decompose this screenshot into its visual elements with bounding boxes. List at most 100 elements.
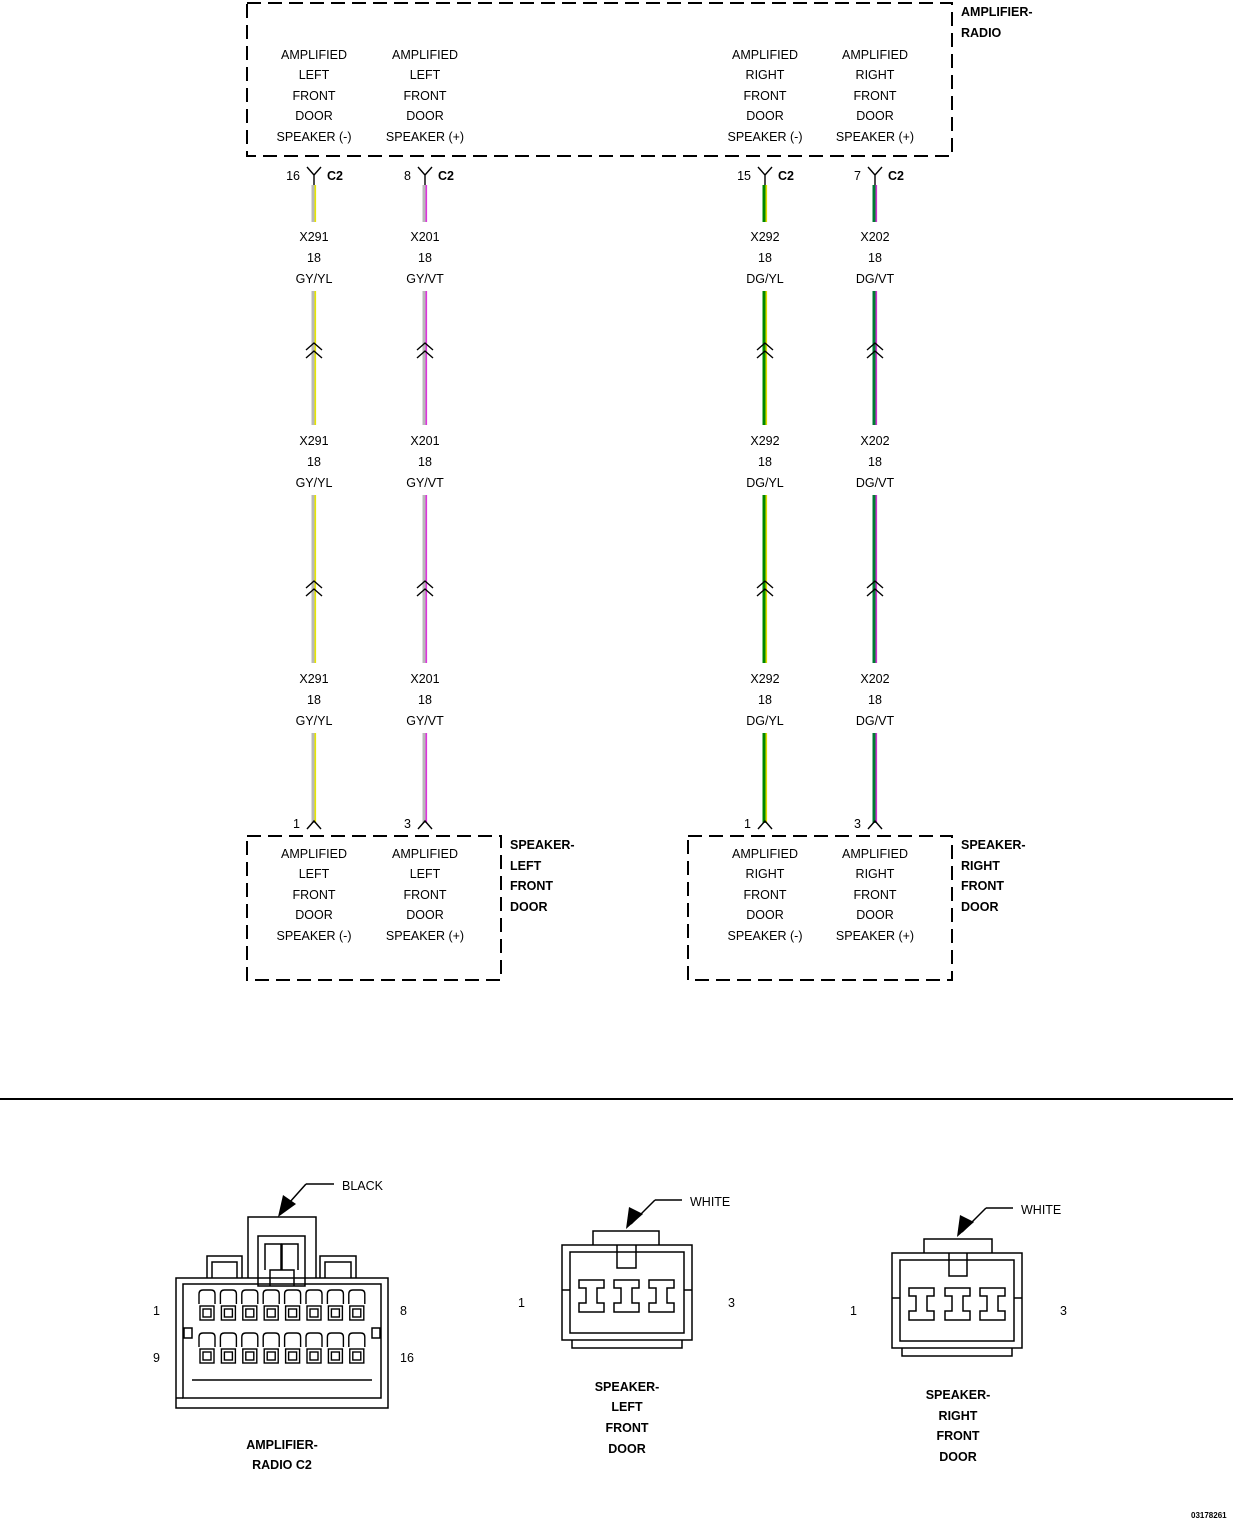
wire-circuit-id: X292 — [750, 672, 779, 686]
top-pin-number: 8 — [404, 169, 411, 183]
svg-text:SPEAKER (+): SPEAKER (+) — [386, 130, 464, 144]
cavity-2 — [219, 1289, 238, 1321]
cavity-10 — [219, 1332, 238, 1364]
wire-circuit-id: X202 — [860, 230, 889, 244]
wire-gauge: 18 — [868, 455, 882, 469]
inline-connector-icon — [416, 580, 434, 597]
connector-view-amplifier-radio-c2: BLACK 1 8 9 16 AMPLIFIER- RADIO C2 — [153, 1179, 414, 1472]
svg-text:SPEAKER (-): SPEAKER (-) — [727, 130, 802, 144]
svg-text:AMPLIFIED: AMPLIFIED — [842, 847, 908, 861]
cavity-13 — [283, 1332, 302, 1364]
speaker-right-front-door-component: SPEAKER- RIGHT FRONT DOOR AMPLIFIED RIGH… — [687, 835, 1026, 981]
cavity-6 — [305, 1289, 323, 1321]
wire-color-code: GY/YL — [296, 272, 333, 286]
wire-color-code: DG/VT — [856, 714, 895, 728]
connector-color-black: BLACK — [342, 1179, 384, 1193]
svg-text:FRONT: FRONT — [853, 89, 896, 103]
inline-connector-icon — [416, 342, 434, 359]
inline-connector-icon — [305, 342, 323, 359]
svg-text:RIGHT: RIGHT — [856, 68, 895, 82]
svg-text:SPEAKER (-): SPEAKER (-) — [276, 130, 351, 144]
cavity-15 — [326, 1332, 345, 1364]
c2-name-line-1: AMPLIFIER- — [246, 1438, 318, 1452]
wire-gauge: 18 — [758, 693, 772, 707]
figure-id: 03178261 — [1191, 1511, 1227, 1520]
wire-circuit-id: X292 — [750, 230, 779, 244]
c2-pin-label-16: 16 — [400, 1351, 414, 1365]
svg-text:DOOR: DOOR — [406, 908, 444, 922]
inline-connector-icon — [756, 342, 774, 359]
top-connector-id: C2 — [888, 169, 904, 183]
inline-connector-icon — [305, 580, 323, 597]
wire-color-code: DG/VT — [856, 272, 895, 286]
speaker-left-conn-pin-3: 3 — [728, 1296, 735, 1310]
svg-text:FRONT: FRONT — [743, 89, 786, 103]
cavity-5 — [283, 1289, 302, 1321]
svg-text:AMPLIFIED: AMPLIFIED — [281, 48, 347, 62]
speaker-right-pin-desc-1: AMPLIFIED RIGHT FRONT DOOR SPEAKER (-) — [727, 847, 802, 943]
amplifier-pin-desc-1: AMPLIFIED LEFT FRONT DOOR SPEAKER (-) — [276, 48, 351, 144]
svg-text:DOOR: DOOR — [406, 109, 444, 123]
cavity-11 — [241, 1332, 259, 1364]
top-connector-id: C2 — [438, 169, 454, 183]
speaker-right-label-4: DOOR — [961, 900, 999, 914]
wire-circuit-id: X292 — [750, 434, 779, 448]
svg-text:RIGHT: RIGHT — [746, 68, 785, 82]
svg-text:DOOR: DOOR — [295, 908, 333, 922]
wire-circuit-id: X201 — [410, 672, 439, 686]
cavity-7 — [326, 1289, 345, 1321]
speaker-right-pin-desc-2: AMPLIFIED RIGHT FRONT DOOR SPEAKER (+) — [836, 847, 914, 943]
amplifier-radio-label-2: RADIO — [961, 26, 1002, 40]
wire-gauge: 18 — [868, 693, 882, 707]
svg-text:AMPLIFIED: AMPLIFIED — [732, 847, 798, 861]
amplifier-radio-component: AMPLIFIER- RADIO AMPLIFIED LEFT FRONT DO… — [246, 2, 1033, 157]
c2-name-line-2: RADIO C2 — [252, 1458, 312, 1472]
wire-color-code: GY/YL — [296, 476, 333, 490]
c2-pin-label-1: 1 — [153, 1304, 160, 1318]
top-pin-number: 16 — [286, 169, 300, 183]
svg-text:AMPLIFIED: AMPLIFIED — [842, 48, 908, 62]
svg-text:FRONT: FRONT — [403, 888, 446, 902]
svg-text:FRONT: FRONT — [292, 89, 335, 103]
amplifier-pin-desc-3: AMPLIFIED RIGHT FRONT DOOR SPEAKER (-) — [727, 48, 802, 144]
cavity-1 — [198, 1289, 216, 1321]
wire-gauge: 18 — [307, 455, 321, 469]
amplifier-pin-desc-2: AMPLIFIED LEFT FRONT DOOR SPEAKER (+) — [386, 48, 464, 144]
top-connector-id: C2 — [327, 169, 343, 183]
svg-text:SPEAKER (+): SPEAKER (+) — [836, 130, 914, 144]
svg-text:FRONT: FRONT — [403, 89, 446, 103]
speaker-left-conn-name-3: FRONT — [605, 1421, 648, 1435]
svg-text:LEFT: LEFT — [410, 867, 441, 881]
svg-text:LEFT: LEFT — [299, 68, 330, 82]
svg-text:FRONT: FRONT — [853, 888, 896, 902]
speaker-left-label-1: SPEAKER- — [510, 838, 575, 852]
svg-text:FRONT: FRONT — [292, 888, 335, 902]
wire-circuit-id: X291 — [299, 230, 328, 244]
speaker-left-conn-name-4: DOOR — [608, 1442, 646, 1456]
wire-circuit-id: X202 — [860, 434, 889, 448]
bottom-pin-number: 3 — [404, 817, 411, 831]
wire-gauge: 18 — [418, 693, 432, 707]
speaker-right-conn-name-2: RIGHT — [939, 1409, 978, 1423]
wire-gauge: 18 — [758, 455, 772, 469]
speaker-left-conn-name-1: SPEAKER- — [595, 1380, 660, 1394]
svg-text:AMPLIFIED: AMPLIFIED — [281, 847, 347, 861]
cavity-16 — [348, 1332, 366, 1364]
speaker-right-label-3: FRONT — [961, 879, 1004, 893]
speaker-right-label-2: RIGHT — [961, 859, 1000, 873]
speaker-left-label-3: FRONT — [510, 879, 553, 893]
speaker-left-label-2: LEFT — [510, 859, 542, 873]
cavity-4 — [262, 1289, 280, 1321]
svg-text:RIGHT: RIGHT — [746, 867, 785, 881]
wire-gauge: 18 — [758, 251, 772, 265]
wire-gauge: 18 — [307, 693, 321, 707]
bottom-pin-number: 3 — [854, 817, 861, 831]
wire-gauge: 18 — [868, 251, 882, 265]
cavity-12 — [262, 1332, 280, 1364]
svg-text:DOOR: DOOR — [856, 109, 894, 123]
wire-color-code: DG/YL — [746, 272, 784, 286]
wire-circuit-id: X202 — [860, 672, 889, 686]
